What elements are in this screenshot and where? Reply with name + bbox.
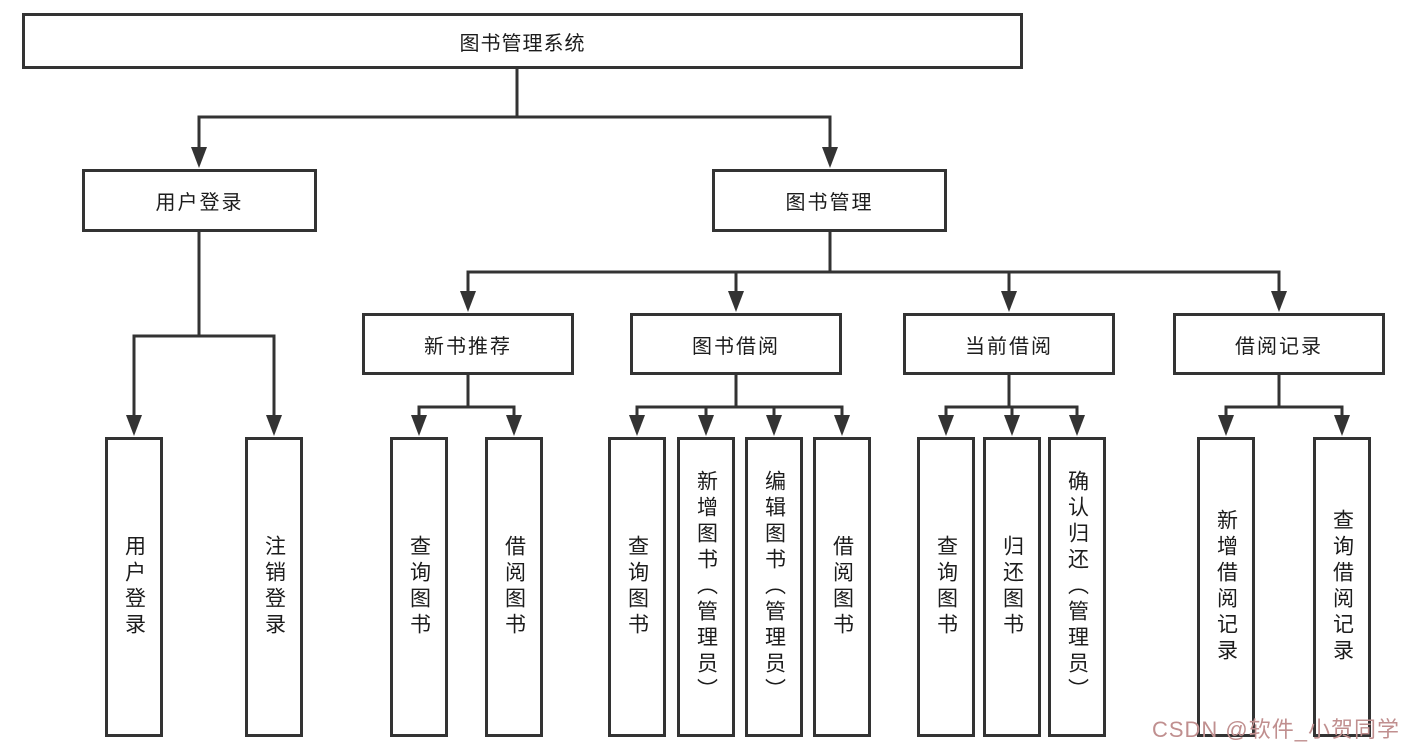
leaf-user-login-label: 用户登录	[122, 535, 146, 639]
leaf-add-book-admin: 新增图书（管理员）	[677, 437, 735, 737]
leaf-query-borrow-record: 查询借阅记录	[1313, 437, 1371, 737]
leaf-query-borrow-record-label: 查询借阅记录	[1330, 509, 1354, 665]
leaf-borrow-books-1-label: 借阅图书	[502, 535, 526, 639]
leaf-borrow-books-2-label: 借阅图书	[830, 535, 854, 639]
leaf-query-books-2: 查询图书	[608, 437, 666, 737]
node-current-borrowing: 当前借阅	[903, 313, 1115, 375]
leaf-edit-book-admin-label: 编辑图书（管理员）	[762, 470, 786, 704]
node-borrowing-records: 借阅记录	[1173, 313, 1385, 375]
leaf-confirm-return-admin-label: 确认归还（管理员）	[1065, 470, 1089, 704]
leaf-confirm-return-admin: 确认归还（管理员）	[1048, 437, 1106, 737]
leaf-add-borrow-record: 新增借阅记录	[1197, 437, 1255, 737]
leaf-return-book: 归还图书	[983, 437, 1041, 737]
node-new-book-recommend: 新书推荐	[362, 313, 574, 375]
node-user-login: 用户登录	[82, 169, 317, 232]
node-library-system: 图书管理系统	[22, 13, 1023, 69]
leaf-logout: 注销登录	[245, 437, 303, 737]
leaf-query-books-2-label: 查询图书	[625, 535, 649, 639]
leaf-borrow-books-2: 借阅图书	[813, 437, 871, 737]
leaf-user-login: 用户登录	[105, 437, 163, 737]
leaf-query-books-3: 查询图书	[917, 437, 975, 737]
node-book-management: 图书管理	[712, 169, 947, 232]
leaf-query-books-1-label: 查询图书	[407, 535, 431, 639]
leaf-borrow-books-1: 借阅图书	[485, 437, 543, 737]
leaf-logout-label: 注销登录	[262, 535, 286, 639]
leaf-query-books-1: 查询图书	[390, 437, 448, 737]
leaf-query-books-3-label: 查询图书	[934, 535, 958, 639]
node-book-borrowing: 图书借阅	[630, 313, 842, 375]
leaf-return-book-label: 归还图书	[1000, 535, 1024, 639]
leaf-add-book-admin-label: 新增图书（管理员）	[694, 470, 718, 704]
leaf-edit-book-admin: 编辑图书（管理员）	[745, 437, 803, 737]
leaf-add-borrow-record-label: 新增借阅记录	[1214, 509, 1238, 665]
